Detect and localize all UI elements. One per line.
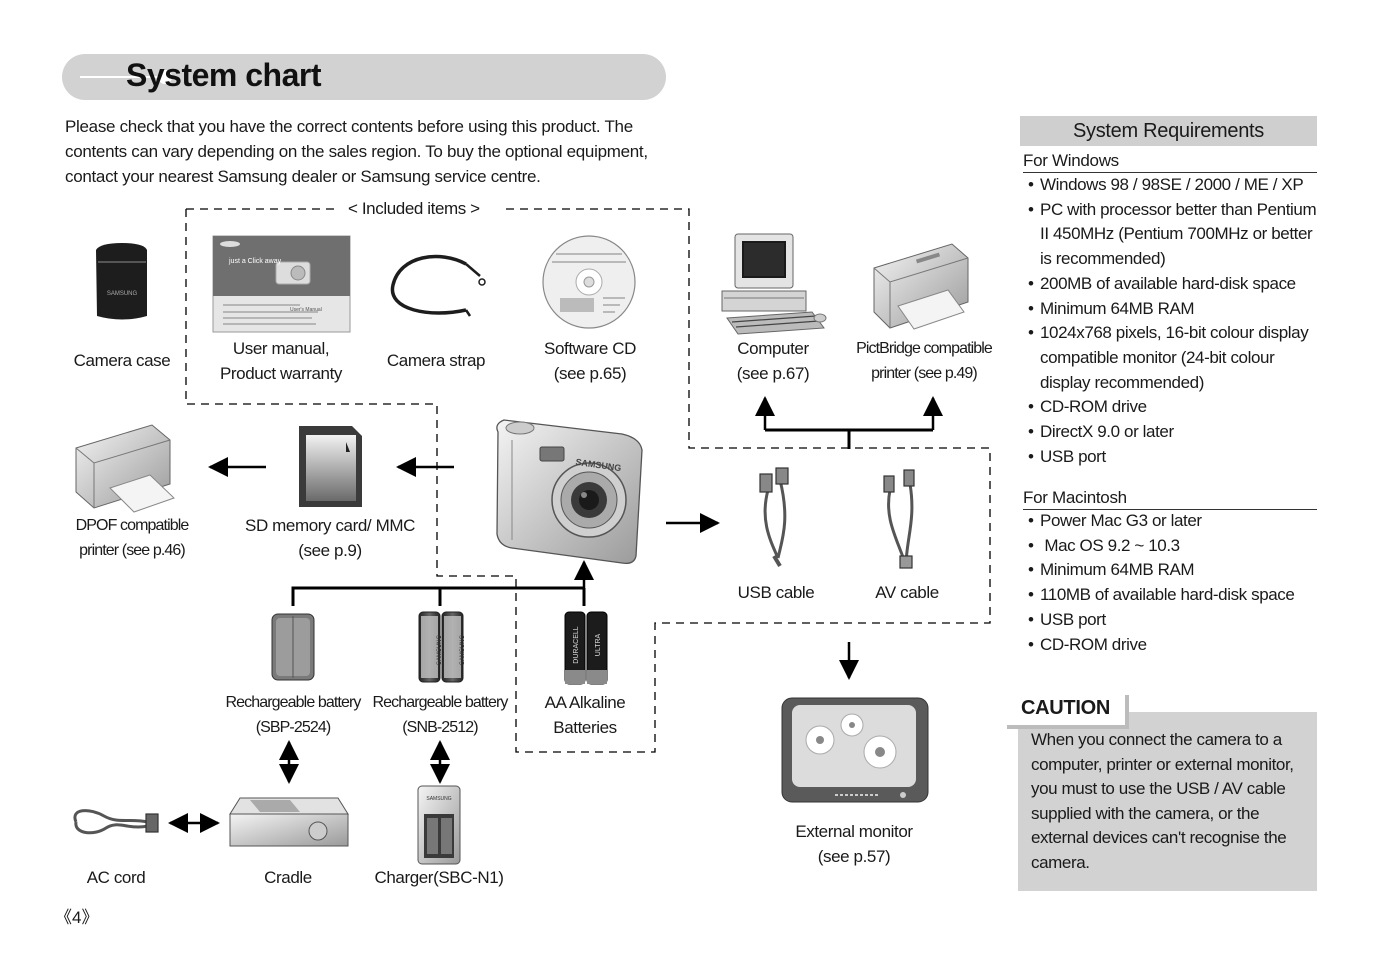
intro-paragraph: Please check that you have the correct c… (65, 117, 648, 186)
title-bar-dot (158, 70, 172, 84)
list-item: 200MB of available hard-disk space (1028, 272, 1320, 297)
ac-cord-label: AC cord (86, 868, 146, 887)
caution-box (1018, 712, 1317, 891)
av-cable-label: AV cable (875, 583, 939, 602)
dpof-printer-image (75, 424, 175, 513)
camera-strap-label: Camera strap (386, 351, 486, 370)
user-manual-line1: User manual, (232, 339, 330, 358)
list-item: PC with processor better than Pentium II… (1028, 198, 1320, 272)
aa-brand-b: ULTRA (595, 633, 602, 656)
usb-cable-label: USB cable (737, 583, 815, 602)
system-requirements-heading: System Requirements (1020, 116, 1317, 146)
manual-cover-title: User's Manual (290, 307, 322, 313)
pictbridge-label: PictBridge compatible printer (see p.49) (846, 337, 1002, 386)
sd-card-image (299, 426, 362, 507)
external-monitor-line1: External monitor (795, 822, 913, 841)
sd-card-label: SD memory card/ MMC (see p.9) (240, 514, 420, 563)
battery-snb2512-label: Rechargeable battery (SNB-2512) (368, 691, 512, 740)
external-monitor-line2: (see p.57) (817, 846, 891, 866)
pictbridge-line1: PictBridge compatible (856, 340, 993, 357)
av-cable-image (883, 469, 915, 569)
battery-sbp2524-line1: Rechargeable battery (225, 694, 362, 711)
software-cd-line1: Software CD (544, 339, 636, 358)
camera-strap-image (390, 254, 486, 317)
battery-brand-b: SAMSUNG (460, 635, 466, 666)
battery-brand-a: SAMSUNG (437, 635, 443, 666)
list-item: DirectX 9.0 or later (1028, 420, 1320, 445)
computer-image (721, 233, 827, 335)
list-item: USB port (1028, 445, 1320, 470)
cradle-image (229, 797, 349, 847)
software-cd-label: Software CD (see p.65) (530, 337, 650, 386)
cradle-label: Cradle (264, 868, 312, 887)
list-item: 110MB of available hard-disk space (1028, 583, 1320, 608)
software-cd-image (542, 235, 636, 329)
list-item: Power Mac G3 or later (1028, 509, 1320, 534)
battery-sbp2524-image (271, 613, 315, 681)
list-item: Minimum 64MB RAM (1028, 297, 1320, 322)
caution-text: When you connect the camera to a compute… (1031, 730, 1294, 872)
dpof-label: DPOF compatible printer (see p.46) (62, 514, 202, 563)
page-number: 《4》 (55, 908, 99, 927)
aa-batteries-image: DURACELL ULTRA (564, 611, 608, 685)
connector-lines (291, 428, 933, 606)
computer-line1: Computer (737, 339, 809, 358)
list-item: CD-ROM drive (1028, 395, 1320, 420)
case-brand: SAMSUNG (107, 291, 138, 297)
user-manual-image: just a Click away User's Manual (212, 235, 351, 333)
usb-cable-image (759, 467, 789, 568)
digital-camera-image: SAMSUNG (496, 419, 643, 564)
aa-brand-a: DURACELL (573, 626, 580, 663)
pictbridge-line2: printer (see p.49) (871, 364, 978, 382)
camera-case-label: Camera case (73, 351, 171, 370)
title-bar (62, 54, 666, 100)
dashed-boundaries (185, 208, 991, 753)
computer-label: Computer (see p.67) (718, 337, 828, 386)
list-item: CD-ROM drive (1028, 633, 1320, 658)
computer-line2: (see p.67) (736, 363, 810, 383)
aa-batteries-line2: Batteries (553, 717, 617, 737)
user-manual-line2: Product warranty (219, 363, 343, 383)
manual-tagline: just a Click away (228, 258, 282, 265)
sd-card-line1: SD memory card/ MMC (245, 516, 415, 535)
windows-heading: For Windows (1023, 149, 1317, 173)
windows-requirements-list: Windows 98 / 98SE / 2000 / ME / XP PC wi… (1028, 173, 1320, 469)
user-manual-label: User manual, Product warranty (206, 337, 356, 386)
title-bar-line (80, 76, 164, 78)
page-title: System chart (126, 57, 321, 93)
charger-image: SAMSUNG (417, 785, 461, 865)
battery-sbp2524-label: Rechargeable battery (SBP-2524) (221, 691, 365, 740)
caution-title: CAUTION (1021, 697, 1111, 719)
charger-brand: SAMSUNG (426, 796, 451, 802)
list-item: 1024x768 pixels, 16-bit colour display c… (1028, 321, 1320, 395)
pictbridge-printer-image (873, 243, 969, 330)
mac-heading: For Macintosh (1023, 486, 1317, 510)
charger-label: Charger(SBC-N1) (374, 868, 504, 887)
external-monitor-image (781, 697, 929, 803)
mac-requirements-list: Power Mac G3 or later Mac OS 9.2 ~ 10.3 … (1028, 509, 1320, 657)
software-cd-line2: (see p.65) (553, 363, 627, 383)
caution-tag: CAUTION (1007, 695, 1129, 729)
sd-card-line2: (see p.9) (298, 540, 362, 560)
external-monitor-label: External monitor (see p.57) (784, 820, 924, 869)
battery-snb2512-image: SAMSUNG SAMSUNG (418, 611, 466, 683)
battery-sbp2524-line2: (SBP-2524) (255, 718, 332, 736)
aa-batteries-label: AA Alkaline Batteries (530, 691, 640, 740)
dpof-line1: DPOF compatible (75, 517, 190, 534)
list-item: USB port (1028, 608, 1320, 633)
camera-case-image: SAMSUNG (96, 243, 147, 320)
battery-snb2512-line1: Rechargeable battery (372, 694, 509, 711)
list-item: Minimum 64MB RAM (1028, 558, 1320, 583)
included-items-label: < Included items > (348, 199, 480, 218)
battery-snb2512-line2: (SNB-2512) (402, 718, 478, 736)
list-item: Mac OS 9.2 ~ 10.3 (1028, 534, 1320, 559)
aa-batteries-line1: AA Alkaline (544, 693, 626, 712)
dpof-line2: printer (see p.46) (79, 541, 186, 559)
list-item: Windows 98 / 98SE / 2000 / ME / XP (1028, 173, 1320, 198)
ac-cord-image (73, 809, 159, 835)
